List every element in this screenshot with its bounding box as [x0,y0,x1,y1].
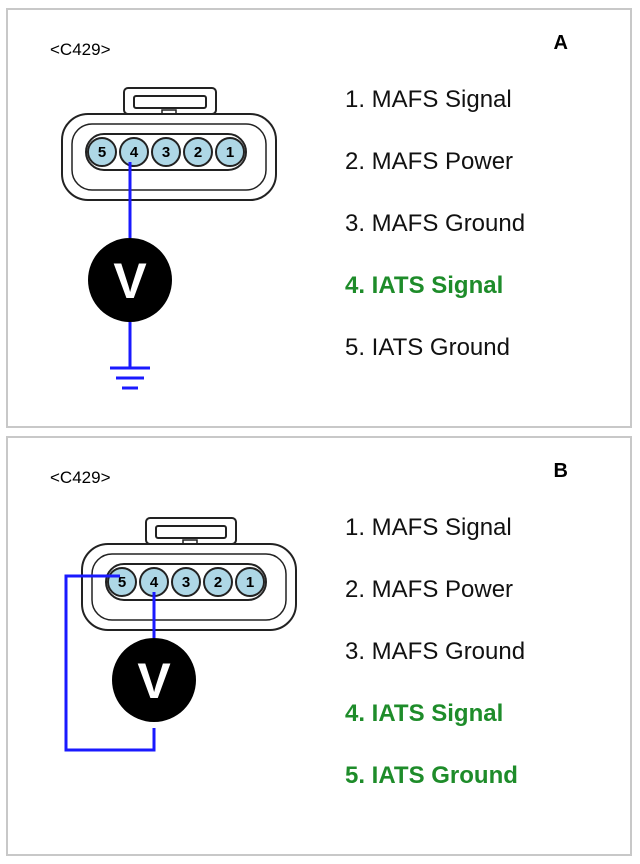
connector-pin-label: 2 [194,144,202,161]
meter-label: V [137,653,171,709]
panel-letter: B [553,460,568,482]
pin-legend-item-5: 5. IATS Ground [345,334,510,361]
diagram-panel-b: 5 4 3 2 1 V <C429> B 1. MAFS Signal 2. MAFS … [6,436,632,856]
voltmeter-icon: V [112,638,196,722]
pin-legend: 1. MAFS Signal 2. MAFS Power 3. MAFS Gro… [345,508,525,818]
connector-pin-2 [203,567,233,597]
connector-pin-label: 4 [130,144,139,161]
pin-legend-item-3: 3. MAFS Ground [345,638,526,665]
diagram-panel-a: 5 4 3 2 1 V <C429> A 1. MAFS Signal 2. MAFS … [6,8,632,428]
connector-pin-label: 5 [118,574,126,591]
connector-pin-label: 3 [182,574,190,591]
panel-letter: A [553,32,568,54]
ground-lead-wire [64,574,156,752]
pin-legend-item-2: 2. MAFS Power [345,576,514,603]
connector-pin-label: 2 [214,574,222,591]
connector-pin-3 [171,567,201,597]
connector-diagram: 5 4 3 2 1 V [61,87,277,390]
connector-pin-label: 4 [150,574,159,591]
connector-pin-label: 1 [246,574,254,591]
pin-legend-item-3: 3. MAFS Ground [345,210,526,237]
pin-legend-item-5: 5. IATS Ground [345,762,518,789]
connector-id: <C429> [50,468,111,487]
connector-pin-1 [235,567,265,597]
voltmeter-icon: V [88,238,172,322]
connector-pin-1 [215,137,245,167]
pin-legend-item-1: 1. MAFS Signal [345,86,512,113]
meter-label: V [113,253,147,309]
connector-pin-label: 3 [162,144,170,161]
pin-legend-item-4: 4. IATS Signal [345,700,504,727]
connector-pin-2 [183,137,213,167]
pin-legend: 1. MAFS Signal 2. MAFS Power 3. MAFS Gro… [345,80,525,390]
connector-pin-3 [151,137,181,167]
connector-pin-label: 1 [226,144,234,161]
ground-icon [110,366,150,390]
connector-diagram: 5 4 3 2 1 V [64,517,297,752]
pin-legend-item-1: 1. MAFS Signal [345,514,512,541]
connector-pin-label: 5 [98,144,106,161]
connector-pin-5 [87,137,117,167]
connector-id: <C429> [50,40,111,59]
pin-legend-item-4: 4. IATS Signal [345,272,504,299]
connector-pin-4 [119,137,149,167]
pin-legend-item-2: 2. MAFS Power [345,148,514,175]
